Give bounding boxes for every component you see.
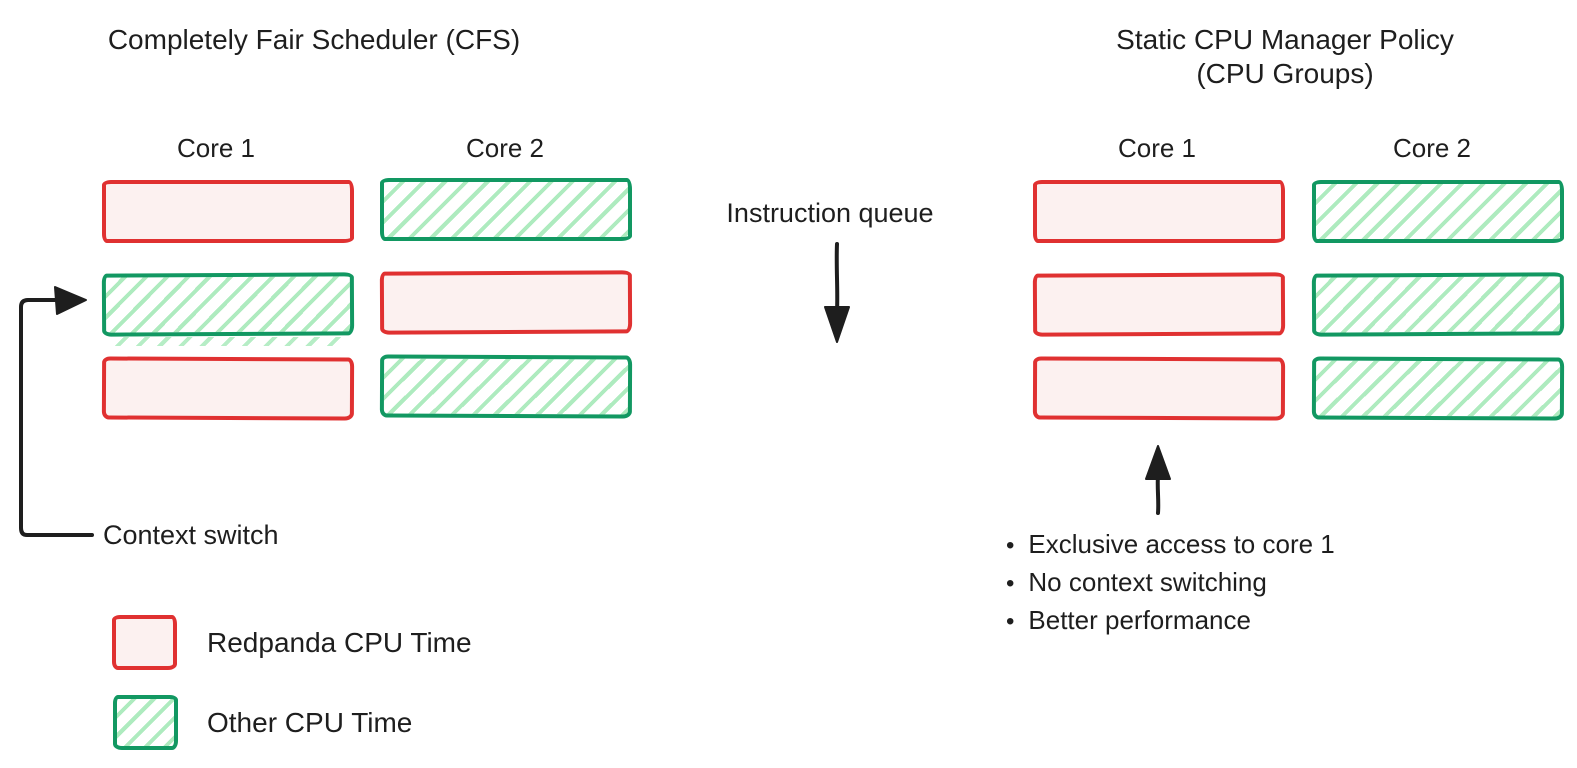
static-core1-label: Core 1 — [1117, 133, 1197, 163]
cfs-core1-label: Core 1 — [176, 133, 256, 163]
bullet-dot: • — [1006, 532, 1015, 559]
cfs-core2-column — [379, 178, 633, 419]
cfs-core1-column — [101, 180, 355, 421]
other-cpu-time-block — [101, 272, 355, 337]
other-cpu-time-block — [379, 354, 633, 419]
legend-other-label: Other CPU Time — [207, 707, 413, 738]
redpanda-cpu-time-block — [1033, 180, 1285, 243]
static-policy-title: Static CPU Manager Policy (CPU Groups) — [1055, 23, 1515, 91]
bullet-text-exclusive-access: Exclusive access to core 1 — [1028, 529, 1335, 559]
legend-redpanda-label: Redpanda CPU Time — [207, 627, 472, 658]
static-core2-label: Core 2 — [1392, 133, 1472, 163]
hatch-overflow-decoration — [108, 337, 348, 346]
exclusive-access-up-arrow — [1145, 445, 1171, 515]
static-policy-bullets: • Exclusive access to core 1 • No contex… — [1006, 526, 1335, 640]
legend-redpanda-swatch — [112, 615, 177, 670]
redpanda-cpu-time-block — [101, 356, 355, 421]
legend-other-swatch — [113, 695, 178, 750]
cfs-core2-label: Core 2 — [465, 133, 545, 163]
static-policy-title-line1: Static CPU Manager Policy — [1116, 24, 1454, 55]
redpanda-cpu-time-block — [379, 270, 633, 335]
bullet-dot: • — [1006, 570, 1015, 597]
bullet-text-better-performance: Better performance — [1028, 605, 1251, 635]
other-cpu-time-block — [1312, 180, 1564, 243]
context-switch-arrow — [19, 286, 94, 537]
other-cpu-time-block — [1311, 356, 1565, 421]
other-cpu-time-block — [380, 178, 632, 241]
cfs-title: Completely Fair Scheduler (CFS) — [107, 24, 521, 55]
bullet-item: • No context switching — [1006, 564, 1335, 602]
instruction-queue-down-arrow — [824, 242, 850, 343]
context-switch-label: Context switch — [103, 520, 279, 550]
static-core1-column — [1032, 180, 1286, 421]
redpanda-cpu-time-block — [1032, 356, 1286, 421]
instruction-queue-label: Instruction queue — [726, 198, 934, 228]
static-core2-column — [1311, 180, 1565, 421]
bullet-text-no-context-switching: No context switching — [1028, 567, 1267, 597]
bullet-item: • Exclusive access to core 1 — [1006, 526, 1335, 564]
bullet-item: • Better performance — [1006, 602, 1335, 640]
redpanda-cpu-time-block — [102, 180, 354, 243]
other-cpu-time-block — [1311, 272, 1565, 337]
static-policy-title-line2: (CPU Groups) — [1196, 58, 1374, 89]
redpanda-cpu-time-block — [1032, 272, 1286, 337]
bullet-dot: • — [1006, 608, 1015, 635]
